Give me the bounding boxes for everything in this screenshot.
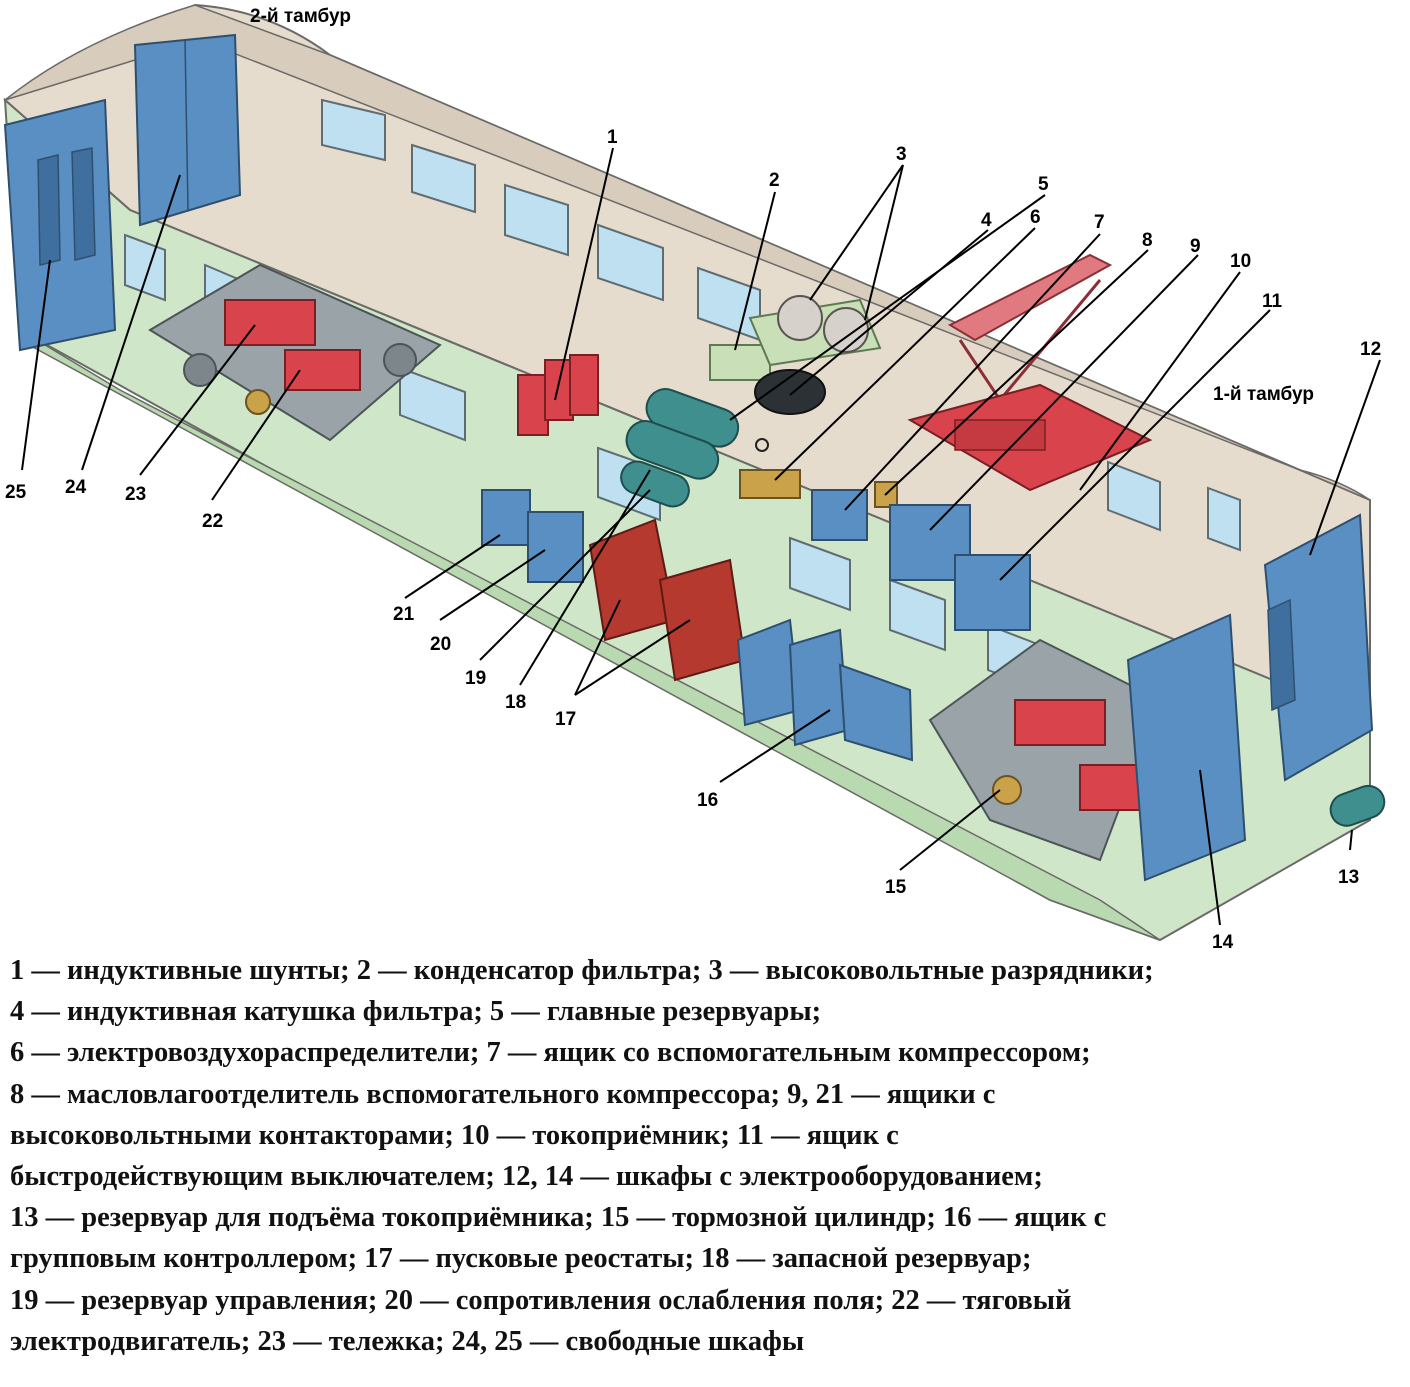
brake-cylinder-right <box>992 775 1022 805</box>
surge-arrester-2 <box>823 307 869 353</box>
fast-breaker-box <box>954 554 1031 631</box>
field-weakening-resistors <box>527 511 584 583</box>
legend-line: высоковольтными контакторами; 10 — токоп… <box>10 1119 899 1151</box>
callout-9: 9 <box>1190 236 1201 257</box>
group-controller-box <box>736 618 914 762</box>
cabinet-25 <box>3 98 117 352</box>
callout-18: 18 <box>505 692 526 713</box>
legend-line: 8 — масловлагоотделитель вспомогательног… <box>10 1078 996 1110</box>
callout-3: 3 <box>896 144 907 165</box>
pantograph <box>907 253 1153 492</box>
legend-line: быстродействующим выключателем; 12, 14 —… <box>10 1161 1043 1193</box>
callout-6: 6 <box>1030 207 1041 228</box>
pantograph-raising-reservoir <box>1329 784 1386 827</box>
callout-24: 24 <box>65 477 87 498</box>
legend-line: групповым контроллером; 17 — пусковые ре… <box>10 1243 1032 1275</box>
bogie-left <box>148 263 442 442</box>
callout-22: 22 <box>202 511 223 532</box>
aux-compressor-box <box>811 489 868 541</box>
callout-15: 15 <box>885 877 907 898</box>
tambur-2-label: 2-й тамбур <box>250 6 351 27</box>
callout-21: 21 <box>393 604 415 625</box>
inductive-shunts <box>517 354 599 436</box>
callout-10: 10 <box>1230 251 1251 272</box>
legend-line: 13 — резервуар для подъёма токоприёмника… <box>10 1202 1107 1234</box>
cabinet-12 <box>1263 513 1374 782</box>
callout-12: 12 <box>1360 339 1381 360</box>
reservoirs <box>620 388 740 508</box>
cabinet-24 <box>133 33 242 227</box>
callout-16: 16 <box>697 790 718 811</box>
tambur-1-label: 1-й тамбур <box>1213 384 1314 405</box>
electric-car-cutaway-diagram: 2-й тамбур 1-й тамбур 1 2 3 4 5 6 7 8 9 … <box>3 3 1386 950</box>
surge-arrester-1 <box>777 295 823 341</box>
callout-5: 5 <box>1038 174 1049 195</box>
callout-23: 23 <box>125 484 146 505</box>
callout-14: 14 <box>1212 932 1234 950</box>
legend: 1 — индуктивные шунты; 2 — конденсатор ф… <box>10 950 1405 1362</box>
legend-line: 1 — индуктивные шунты; 2 — конденсатор ф… <box>10 955 1154 986</box>
cabinet-14 <box>1126 613 1247 882</box>
callout-11: 11 <box>1262 291 1283 312</box>
hv-contactor-box-21 <box>481 489 531 546</box>
brake-cylinder-left <box>245 389 271 415</box>
filter-capacitor <box>709 344 771 381</box>
far-wall-windows <box>321 98 1241 552</box>
callout-8: 8 <box>1142 230 1153 251</box>
legend-line: электродвигатель; 23 — тележка; 24, 25 —… <box>10 1325 805 1357</box>
leader-lines <box>21 147 1381 926</box>
callout-17: 17 <box>555 709 576 730</box>
callout-25: 25 <box>5 482 27 503</box>
air-distributors <box>739 438 801 499</box>
callout-20: 20 <box>430 634 451 655</box>
legend-line: 19 — резервуар управления; 20 — сопротив… <box>10 1284 1072 1316</box>
legend-line: 4 — индуктивная катушка фильтра; 5 — гла… <box>10 996 822 1028</box>
callout-7: 7 <box>1094 212 1105 233</box>
callout-1: 1 <box>607 127 618 148</box>
legend-line: 6 — электровоздухораспределители; 7 — ящ… <box>10 1037 1091 1069</box>
callout-2: 2 <box>769 170 780 191</box>
callout-19: 19 <box>465 668 486 689</box>
starting-rheostats <box>588 518 747 682</box>
callout-13: 13 <box>1338 867 1359 888</box>
callout-4: 4 <box>981 210 992 231</box>
